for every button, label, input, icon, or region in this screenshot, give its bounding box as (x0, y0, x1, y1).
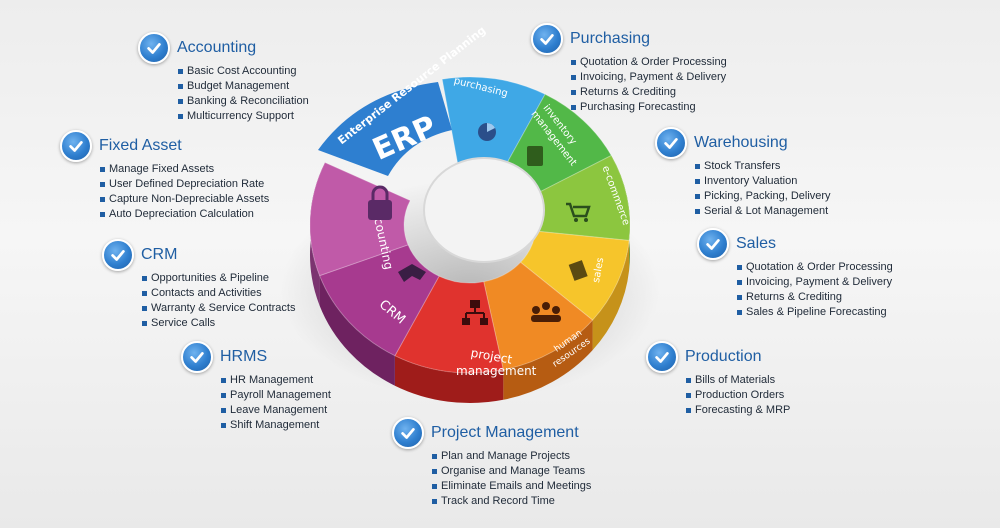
handshake-icon (398, 264, 426, 282)
segment-label-project-management: management (456, 364, 537, 378)
list-item: Multicurrency Support (178, 109, 309, 124)
list-item: Quotation & Order Processing (737, 260, 893, 275)
list-item: Manage Fixed Assets (100, 162, 269, 177)
fixed-asset-title: Fixed Asset (99, 137, 182, 154)
list-item: Basic Cost Accounting (178, 64, 309, 79)
document-icon (568, 260, 588, 281)
accounting-list: Basic Cost Accounting Budget Management … (178, 64, 309, 124)
project-management-list: Plan and Manage Projects Organise and Ma… (432, 449, 591, 509)
list-item: Track and Record Time (432, 494, 591, 509)
checkmark-icon (102, 239, 134, 271)
group-accounting: Accounting Basic Cost Accounting Budget … (138, 32, 309, 124)
checkmark-icon (646, 341, 678, 373)
list-item: Bills of Materials (686, 373, 790, 388)
warehousing-list: Stock Transfers Inventory Valuation Pick… (695, 159, 831, 219)
checkmark-icon (138, 32, 170, 64)
erp-header-segment (318, 82, 452, 176)
hrms-title: HRMS (220, 348, 268, 365)
list-item: Leave Management (221, 403, 331, 418)
checkmark-icon (392, 417, 424, 449)
segment-project-management-side (394, 355, 504, 404)
list-item: Budget Management (178, 79, 309, 94)
list-item: Payroll Management (221, 388, 331, 403)
list-item: Eliminate Emails and Meetings (432, 479, 591, 494)
lock-icon (368, 185, 392, 220)
org-chart-icon (462, 300, 488, 325)
crm-title: CRM (141, 246, 178, 263)
list-item: Forecasting & MRP (686, 403, 790, 418)
segment-sales-side (592, 240, 630, 351)
group-purchasing: Purchasing Quotation & Order Processing … (531, 23, 727, 115)
list-item: Plan and Manage Projects (432, 449, 591, 464)
group-warehousing: Warehousing Stock Transfers Inventory Va… (655, 127, 831, 219)
checkmark-icon (181, 341, 213, 373)
project-management-title: Project Management (431, 424, 579, 441)
list-item: Shift Management (221, 418, 331, 433)
list-item: Capture Non-Depreciable Assets (100, 192, 269, 207)
production-title: Production (685, 348, 762, 365)
accounting-title: Accounting (177, 39, 257, 56)
wheel-center-hole (423, 157, 545, 263)
crm-list: Opportunities & Pipeline Contacts and Ac… (142, 271, 295, 331)
production-list: Bills of Materials Production Orders For… (686, 373, 790, 418)
list-item: Opportunities & Pipeline (142, 271, 295, 286)
list-item: Purchasing Forecasting (571, 100, 727, 115)
list-item: Quotation & Order Processing (571, 55, 727, 70)
list-item: Invoicing, Payment & Delivery (737, 275, 893, 290)
list-item: Returns & Crediting (571, 85, 727, 100)
list-item: Stock Transfers (695, 159, 831, 174)
list-item: Sales & Pipeline Forecasting (737, 305, 893, 320)
group-crm: CRM Opportunities & Pipeline Contacts an… (102, 239, 295, 331)
segment-label-sales: sales (591, 257, 606, 284)
fixed-asset-list: Manage Fixed Assets User Defined Depreci… (100, 162, 269, 222)
group-project-management: Project Management Plan and Manage Proje… (392, 417, 591, 509)
list-item: HR Management (221, 373, 331, 388)
list-item: Serial & Lot Management (695, 204, 831, 219)
list-item: Inventory Valuation (695, 174, 831, 189)
list-item: Auto Depreciation Calculation (100, 207, 269, 222)
list-item: Picking, Packing, Delivery (695, 189, 831, 204)
purchasing-title: Purchasing (570, 30, 651, 47)
team-icon (531, 302, 561, 322)
pie-chart-icon (478, 123, 496, 141)
calculator-icon (527, 146, 543, 166)
list-item: User Defined Depreciation Rate (100, 177, 269, 192)
hrms-list: HR Management Payroll Management Leave M… (221, 373, 331, 433)
sales-list: Quotation & Order Processing Invoicing, … (737, 260, 893, 320)
segment-human-resources-side (503, 320, 593, 400)
checkmark-icon (655, 127, 687, 159)
sales-title: Sales (736, 235, 777, 252)
segment-crm-side (319, 275, 395, 386)
list-item: Organise and Manage Teams (432, 464, 591, 479)
list-item: Returns & Crediting (737, 290, 893, 305)
group-production: Production Bills of Materials Production… (646, 341, 790, 418)
group-sales: Sales Quotation & Order Processing Invoi… (697, 228, 893, 320)
list-item: Invoicing, Payment & Delivery (571, 70, 727, 85)
group-fixed-asset: Fixed Asset Manage Fixed Assets User Def… (60, 130, 269, 222)
group-hrms: HRMS HR Management Payroll Management Le… (181, 341, 331, 433)
warehousing-title: Warehousing (694, 134, 788, 151)
checkmark-icon (60, 130, 92, 162)
checkmark-icon (531, 23, 563, 55)
list-item: Warranty & Service Contracts (142, 301, 295, 316)
list-item: Contacts and Activities (142, 286, 295, 301)
checkmark-icon (697, 228, 729, 260)
purchasing-list: Quotation & Order Processing Invoicing, … (571, 55, 727, 115)
list-item: Service Calls (142, 316, 295, 331)
list-item: Banking & Reconciliation (178, 94, 309, 109)
cart-icon (566, 202, 591, 222)
list-item: Production Orders (686, 388, 790, 403)
